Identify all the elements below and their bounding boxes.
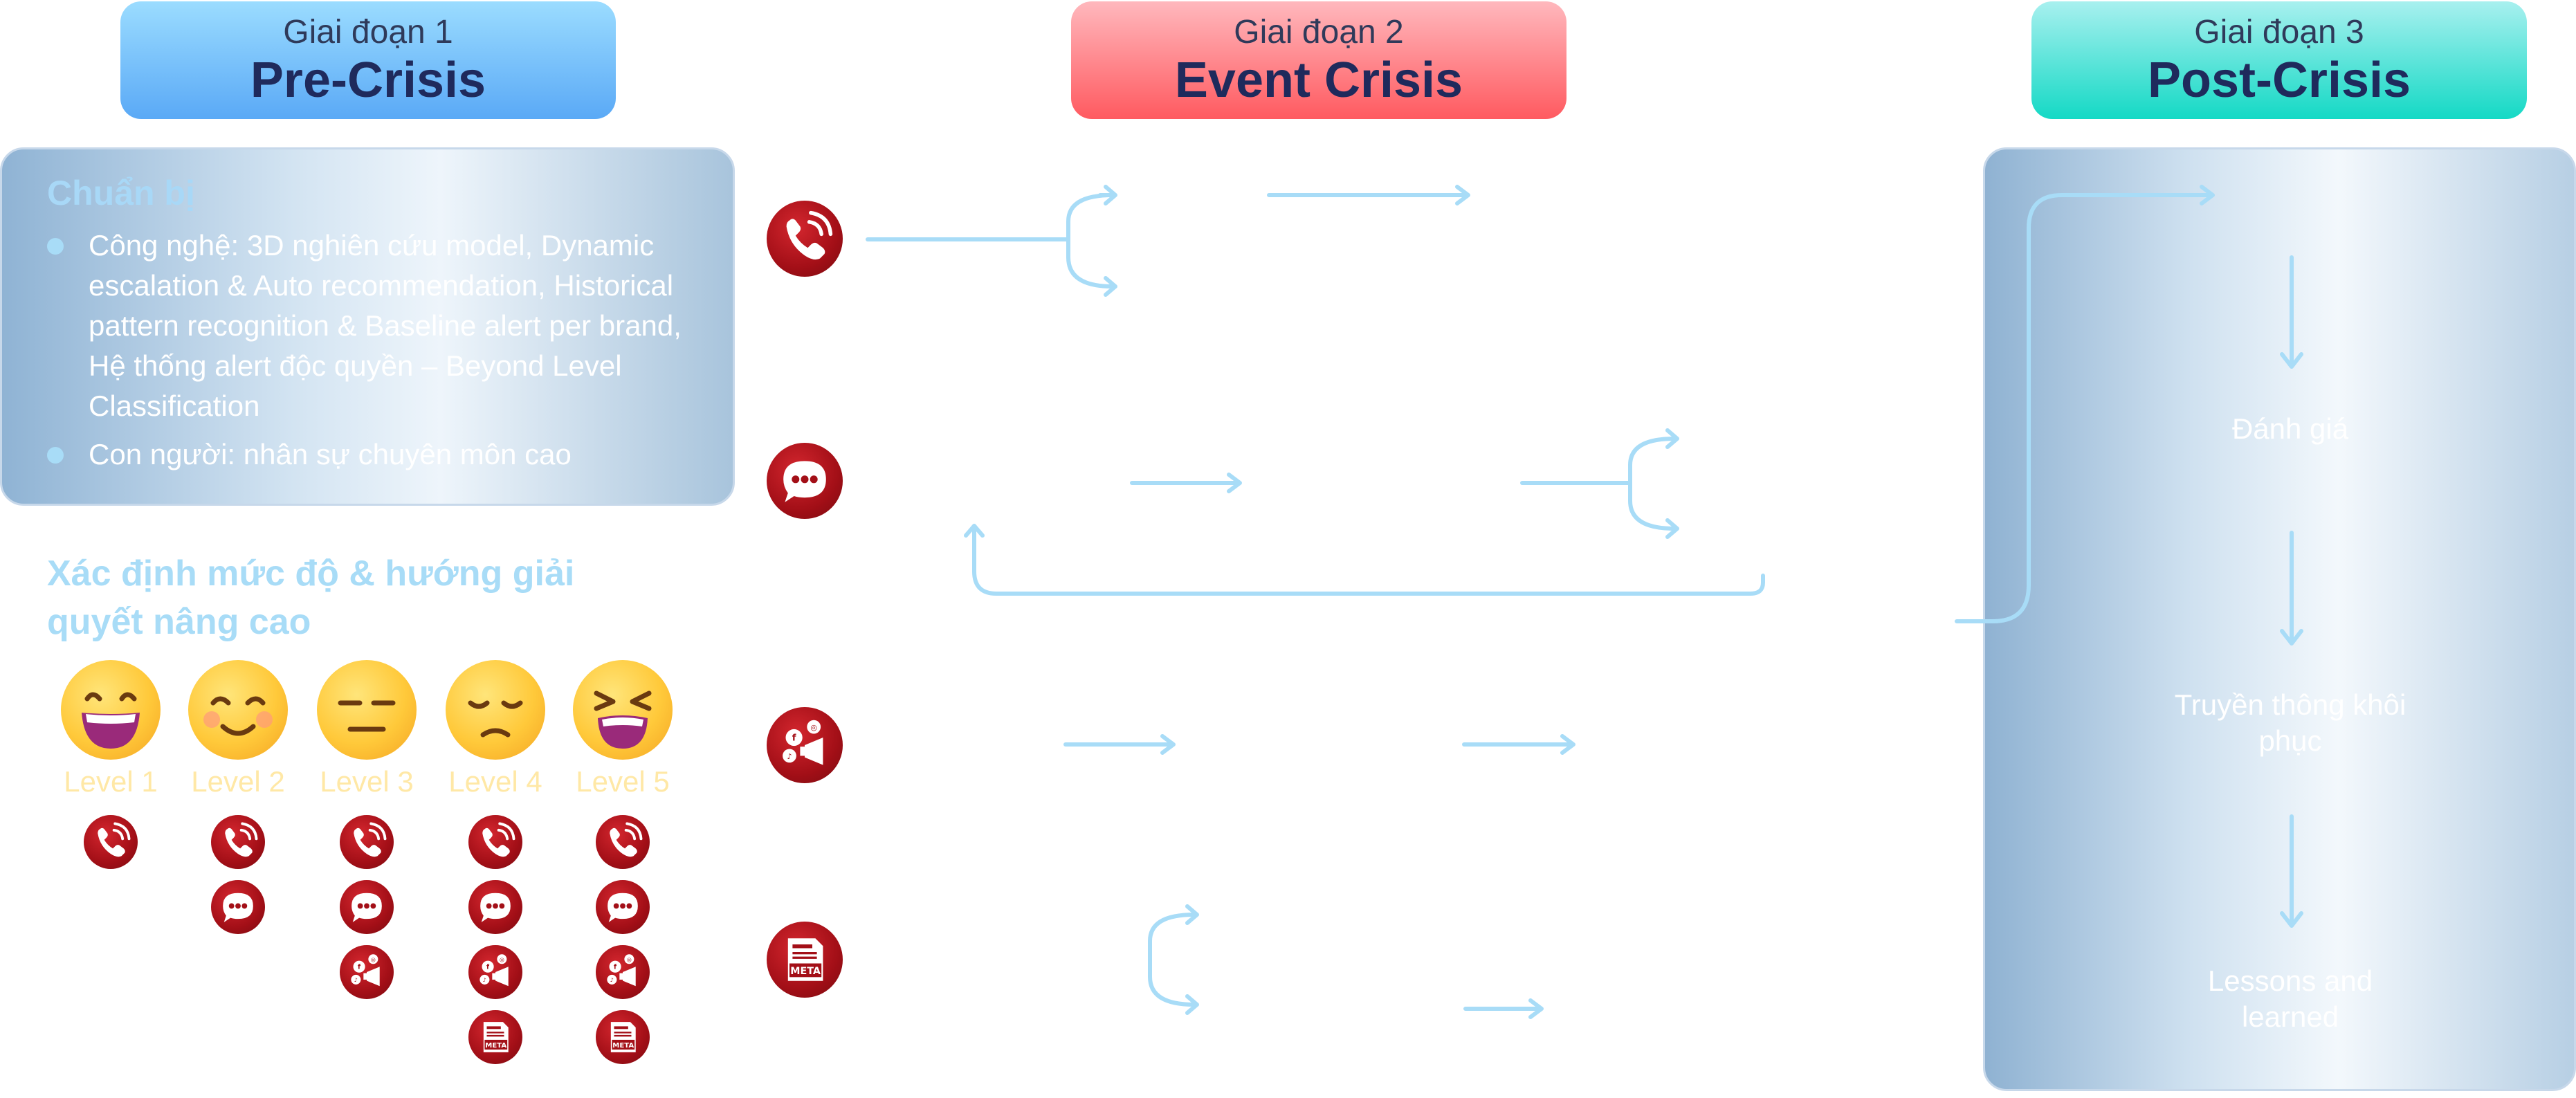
- svg-text:META: META: [612, 1042, 634, 1050]
- smiling-face-icon: [188, 660, 288, 760]
- arrow-head: [1665, 518, 1679, 539]
- phase-3-header: Giai đoạn 3 Post-Crisis: [2031, 1, 2527, 119]
- arrow-head: [1098, 185, 1117, 205]
- arrow-right: [1463, 998, 1544, 1019]
- phase-3-subtitle: Giai đoạn 3: [2194, 14, 2364, 51]
- bullet-dot: [47, 447, 64, 464]
- arrow-down: [2280, 531, 2303, 646]
- preparation-bullet-people: Con người: nhân sự chuyên môn cao: [89, 438, 572, 470]
- phase-2-subtitle: Giai đoạn 2: [1234, 14, 1404, 51]
- chat-bubble-icon: [767, 443, 843, 519]
- determine-level-title: Xác định mức độ & hướng giải quyết nâng …: [47, 553, 575, 642]
- arrow-head: [1665, 428, 1679, 449]
- phone-call-icon: [340, 815, 394, 869]
- phone-call-icon: [468, 815, 522, 869]
- arrow-head: [1185, 904, 1199, 925]
- phone-call-icon: [596, 815, 650, 869]
- flow-branch: [1066, 193, 1115, 289]
- level-5-label: Level 5: [576, 765, 670, 798]
- post-step-evaluation: Đánh giá: [2231, 412, 2349, 445]
- post-step-lessons-learned: Lessons and learned: [2207, 964, 2373, 1033]
- social-megaphone-icon: [767, 707, 843, 783]
- post-crisis-entry-connector: [1955, 185, 2215, 623]
- chat-bubble-icon: [468, 880, 522, 934]
- meta-news-icon: META: [468, 1010, 522, 1064]
- post-crisis-box: [1983, 147, 2576, 1091]
- arrow-right: [1130, 473, 1242, 493]
- social-megaphone-icon: [596, 945, 650, 999]
- arrow-head: [1104, 276, 1117, 297]
- chat-bubble-icon: [596, 880, 650, 934]
- preparation-box: [0, 147, 735, 506]
- phase-2-header: Giai đoạn 2 Event Crisis: [1071, 1, 1566, 119]
- phone-call-icon: [767, 201, 843, 277]
- arrow-down: [2280, 255, 2303, 369]
- phase-1-header: Giai đoạn 1 Pre-Crisis: [120, 1, 616, 119]
- grinning-face-icon: [61, 660, 161, 760]
- phone-call-icon: [84, 815, 138, 869]
- phase-2-title: Event Crisis: [1174, 53, 1463, 108]
- phase-1-subtitle: Giai đoạn 1: [283, 14, 453, 51]
- bullet-dot: [47, 238, 64, 255]
- pensive-face-icon: [446, 660, 545, 760]
- social-megaphone-icon: [468, 945, 522, 999]
- arrow-right: [1462, 734, 1575, 755]
- level-4-label: Level 4: [448, 765, 542, 798]
- post-step-recovery-communication: Truyền thông khôi phục: [2174, 688, 2406, 757]
- preparation-bullet-technology: Công nghệ: 3D nghiên cứu model, Dynamic …: [89, 229, 682, 422]
- meta-news-icon: META: [596, 1010, 650, 1064]
- phase-3-title: Post-Crisis: [2147, 53, 2411, 108]
- level-2-label: Level 2: [191, 765, 285, 798]
- arrow-right: [1267, 185, 1470, 205]
- expressionless-face-icon: [317, 660, 417, 760]
- chat-bubble-icon: [211, 880, 265, 934]
- phase-1-title: Pre-Crisis: [250, 53, 486, 108]
- svg-text:META: META: [485, 1042, 506, 1050]
- flow-branch: [1148, 913, 1196, 1007]
- social-megaphone-icon: [340, 945, 394, 999]
- feedback-loop: [964, 524, 1765, 596]
- chat-bubble-icon: [340, 880, 394, 934]
- arrow-head: [1185, 994, 1199, 1015]
- meta-news-icon: META: [767, 922, 843, 998]
- phone-call-icon: [211, 815, 265, 869]
- level-1-label: Level 1: [64, 765, 158, 798]
- preparation-title: Chuẩn bị: [47, 174, 195, 212]
- flow-branch: [1628, 437, 1677, 531]
- level-3-label: Level 3: [320, 765, 414, 798]
- arrow-down: [2280, 814, 2303, 928]
- tired-face-icon: [573, 660, 673, 760]
- arrow-right: [1063, 734, 1176, 755]
- svg-text:META: META: [790, 966, 821, 977]
